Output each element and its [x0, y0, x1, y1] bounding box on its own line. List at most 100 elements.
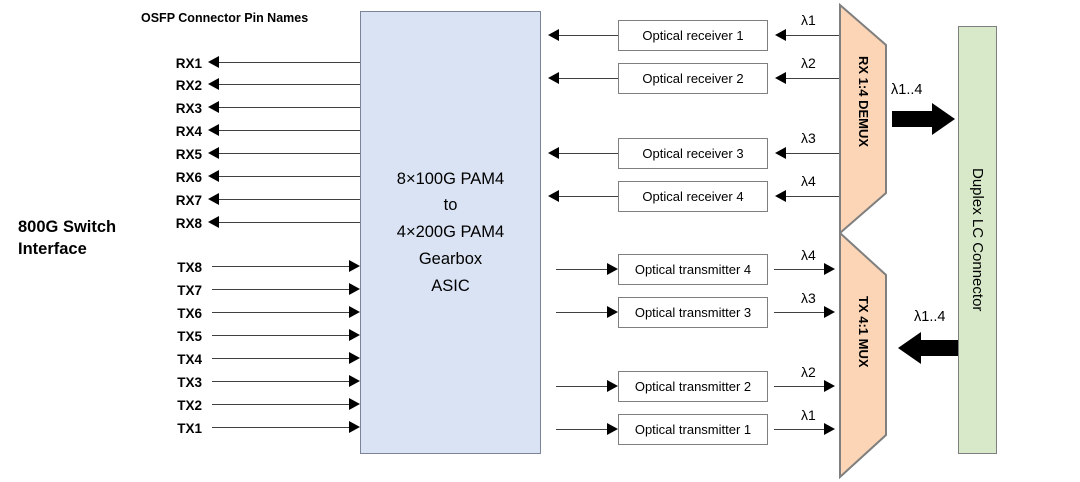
- wire-transmitter-1-out: [774, 429, 824, 430]
- lambda-label-transmitter-1: λ1: [801, 407, 816, 423]
- wire-rx6: [219, 176, 360, 177]
- wire-tx4: [212, 358, 349, 359]
- lambda-label-receiver-1: λ1: [801, 12, 816, 28]
- wire-rx3: [219, 107, 360, 108]
- wire-transmitter-1-in: [556, 429, 607, 430]
- wire-transmitter-2-in: [556, 386, 607, 387]
- arrow-right-transmitter-3-out: [824, 306, 835, 318]
- optical-transmitter-2-label: Optical transmitter 2: [634, 379, 752, 394]
- pin-label-tx6: TX6: [177, 306, 202, 321]
- lambda-label-transmitter-2: λ2: [801, 364, 816, 380]
- wire-rx4: [219, 130, 360, 131]
- lambda-label-transmitter-4: λ4: [801, 247, 816, 263]
- wire-transmitter-3-in: [556, 312, 607, 313]
- optical-receiver-2[interactable]: Optical receiver 2: [618, 63, 768, 94]
- wire-receiver-4-in: [786, 196, 852, 197]
- wire-tx3: [212, 381, 349, 382]
- connector-to-mux-arrow: [897, 331, 961, 370]
- mux-fiber-lambda-label: λ1..4: [914, 309, 946, 325]
- arrow-left-receiver-4-in: [775, 190, 786, 202]
- wire-rx1: [219, 62, 360, 63]
- optical-receiver-1-label: Optical receiver 1: [642, 28, 744, 43]
- pin-label-tx7: TX7: [177, 283, 202, 298]
- wire-receiver-2-out: [559, 78, 618, 79]
- wire-rx7: [219, 199, 360, 200]
- optical-receiver-1[interactable]: Optical receiver 1: [618, 20, 768, 51]
- pin-label-tx3: TX3: [177, 375, 202, 390]
- wire-tx5: [212, 335, 349, 336]
- optical-transmitter-2[interactable]: Optical transmitter 2: [618, 371, 768, 402]
- pin-label-rx6: RX6: [175, 170, 202, 185]
- wire-transmitter-4-in: [556, 269, 607, 270]
- tx-mux-block[interactable]: [838, 231, 890, 479]
- arrow-left-rx4: [208, 124, 219, 136]
- optical-transmitter-4[interactable]: Optical transmitter 4: [618, 254, 768, 285]
- wire-tx1: [212, 427, 349, 428]
- lambda-label-receiver-4: λ4: [801, 173, 816, 189]
- switch-interface-title-line1: 800G Switch: [18, 218, 117, 236]
- arrow-left-rx2: [208, 78, 219, 90]
- wire-receiver-4-out: [559, 196, 618, 197]
- pin-label-tx1: TX1: [177, 421, 202, 436]
- rx-demux-block[interactable]: [838, 3, 890, 235]
- demux-fiber-lambda-label: λ1..4: [891, 82, 923, 98]
- wire-tx6: [212, 312, 349, 313]
- asic-line-4: ASIC: [431, 276, 470, 295]
- switch-interface-title: 800G Switch Interface: [18, 216, 116, 261]
- arrow-right-tx3: [349, 375, 360, 387]
- lambda-label-receiver-3: λ3: [801, 130, 816, 146]
- arrow-right-tx8: [349, 260, 360, 272]
- pin-label-tx4: TX4: [177, 352, 202, 367]
- tx-mux-label: TX 4:1 MUX: [856, 296, 871, 368]
- asic-line-0: 8×100G PAM4: [396, 169, 505, 188]
- wire-tx7: [212, 289, 349, 290]
- optical-receiver-4-label: Optical receiver 4: [642, 189, 744, 204]
- lambda-label-receiver-2: λ2: [801, 55, 816, 71]
- arrow-left-receiver-3-out: [548, 147, 559, 159]
- arrow-left-rx7: [208, 193, 219, 205]
- arrow-left-receiver-4-out: [548, 190, 559, 202]
- optical-transmitter-3[interactable]: Optical transmitter 3: [618, 297, 768, 328]
- rx-demux-label: RX 1:4 DEMUX: [856, 56, 871, 148]
- asic-line-3: Gearbox: [418, 249, 483, 268]
- gearbox-asic-block[interactable]: 8×100G PAM4 to 4×200G PAM4 Gearbox ASIC: [360, 11, 541, 454]
- lambda-label-transmitter-3: λ3: [801, 290, 816, 306]
- optical-transmitter-3-label: Optical transmitter 3: [634, 305, 752, 320]
- pin-label-rx2: RX2: [175, 78, 202, 93]
- arrow-right-tx2: [349, 398, 360, 410]
- duplex-lc-connector[interactable]: Duplex LC Connector: [958, 26, 997, 454]
- arrow-right-transmitter-1-in: [607, 423, 618, 435]
- pin-label-rx7: RX7: [175, 193, 202, 208]
- pin-label-tx5: TX5: [177, 329, 202, 344]
- pin-label-tx8: TX8: [177, 260, 202, 275]
- arrow-right-tx6: [349, 306, 360, 318]
- pin-label-rx1: RX1: [175, 56, 202, 71]
- arrow-left-receiver-2-out: [548, 72, 559, 84]
- wire-receiver-1-in: [786, 35, 841, 36]
- optical-receiver-3[interactable]: Optical receiver 3: [618, 138, 768, 169]
- switch-interface-title-line2: Interface: [18, 240, 87, 259]
- wire-tx2: [212, 404, 349, 405]
- optical-transmitter-4-label: Optical transmitter 4: [634, 262, 752, 277]
- pin-label-rx3: RX3: [175, 101, 202, 116]
- arrow-right-transmitter-4-out: [824, 263, 835, 275]
- wire-transmitter-4-out: [774, 269, 824, 270]
- arrow-right-tx5: [349, 329, 360, 341]
- optical-transmitter-1-label: Optical transmitter 1: [634, 422, 752, 437]
- pin-label-rx5: RX5: [175, 147, 202, 162]
- arrow-right-tx1: [349, 421, 360, 433]
- wire-receiver-2-in: [786, 78, 846, 79]
- wire-transmitter-3-out: [774, 312, 824, 313]
- optical-transmitter-1[interactable]: Optical transmitter 1: [618, 414, 768, 445]
- optical-receiver-3-label: Optical receiver 3: [642, 146, 744, 161]
- wire-rx5: [219, 153, 360, 154]
- wire-receiver-3-out: [559, 153, 618, 154]
- pin-label-tx2: TX2: [177, 398, 202, 413]
- pin-label-rx8: RX8: [175, 216, 202, 231]
- arrow-right-transmitter-2-out: [824, 380, 835, 392]
- wire-transmitter-2-out: [774, 386, 824, 387]
- wire-tx8: [212, 266, 349, 267]
- wire-rx8: [219, 222, 360, 223]
- duplex-lc-connector-label: Duplex LC Connector: [969, 168, 986, 312]
- optical-receiver-4[interactable]: Optical receiver 4: [618, 181, 768, 212]
